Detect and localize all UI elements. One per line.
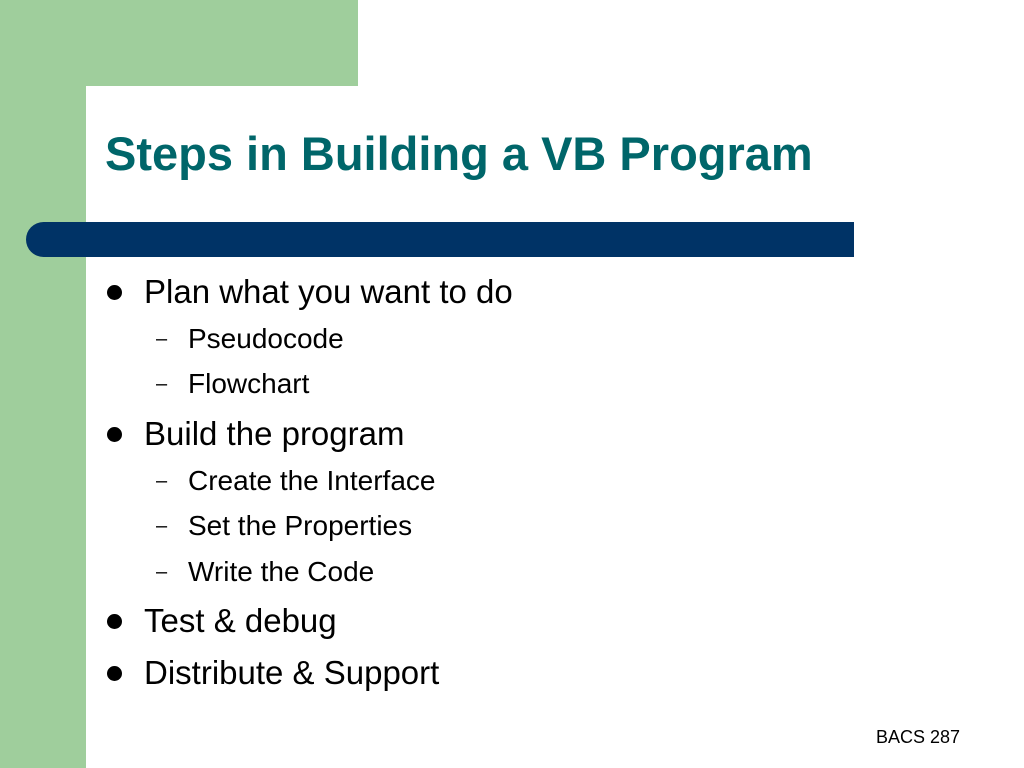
- sub-bullet-text: Set the Properties: [188, 510, 413, 541]
- bullet-item: Test & debug: [107, 601, 337, 641]
- bullet-text: Distribute & Support: [144, 654, 440, 691]
- sub-bullet-item: – Flowchart: [156, 367, 310, 401]
- bullet-item: Plan what you want to do: [107, 272, 513, 312]
- bullet-dot-icon: [107, 285, 122, 300]
- sub-bullet-text: Pseudocode: [188, 323, 344, 354]
- dash-icon: –: [156, 328, 168, 350]
- bullet-item: Distribute & Support: [107, 653, 440, 693]
- slide-title: Steps in Building a VB Program: [105, 127, 813, 180]
- bullet-dot-icon: [107, 427, 122, 442]
- sub-bullet-item: – Create the Interface: [156, 464, 436, 498]
- sub-bullet-item: – Pseudocode: [156, 322, 344, 356]
- dash-icon: –: [156, 470, 168, 492]
- accent-horizontal-band: [0, 0, 358, 86]
- dash-icon: –: [156, 373, 168, 395]
- sub-bullet-text: Flowchart: [188, 368, 310, 399]
- dash-icon: –: [156, 561, 168, 583]
- bullet-text: Test & debug: [144, 602, 337, 639]
- sub-bullet-text: Create the Interface: [188, 465, 436, 496]
- content-panel: [86, 86, 1024, 768]
- dash-icon: –: [156, 515, 168, 537]
- bullet-item: Build the program: [107, 414, 405, 454]
- title-underline-bar: [26, 222, 854, 257]
- bullet-text: Build the program: [144, 415, 405, 452]
- sub-bullet-text: Write the Code: [188, 556, 375, 587]
- slide-footer: BACS 287: [875, 727, 960, 747]
- sub-bullet-item: – Write the Code: [156, 555, 375, 589]
- bullet-text: Plan what you want to do: [144, 273, 513, 310]
- bullet-dot-icon: [107, 614, 122, 629]
- sub-bullet-item: – Set the Properties: [156, 509, 413, 543]
- bullet-dot-icon: [107, 666, 122, 681]
- accent-vertical-band: [0, 0, 86, 768]
